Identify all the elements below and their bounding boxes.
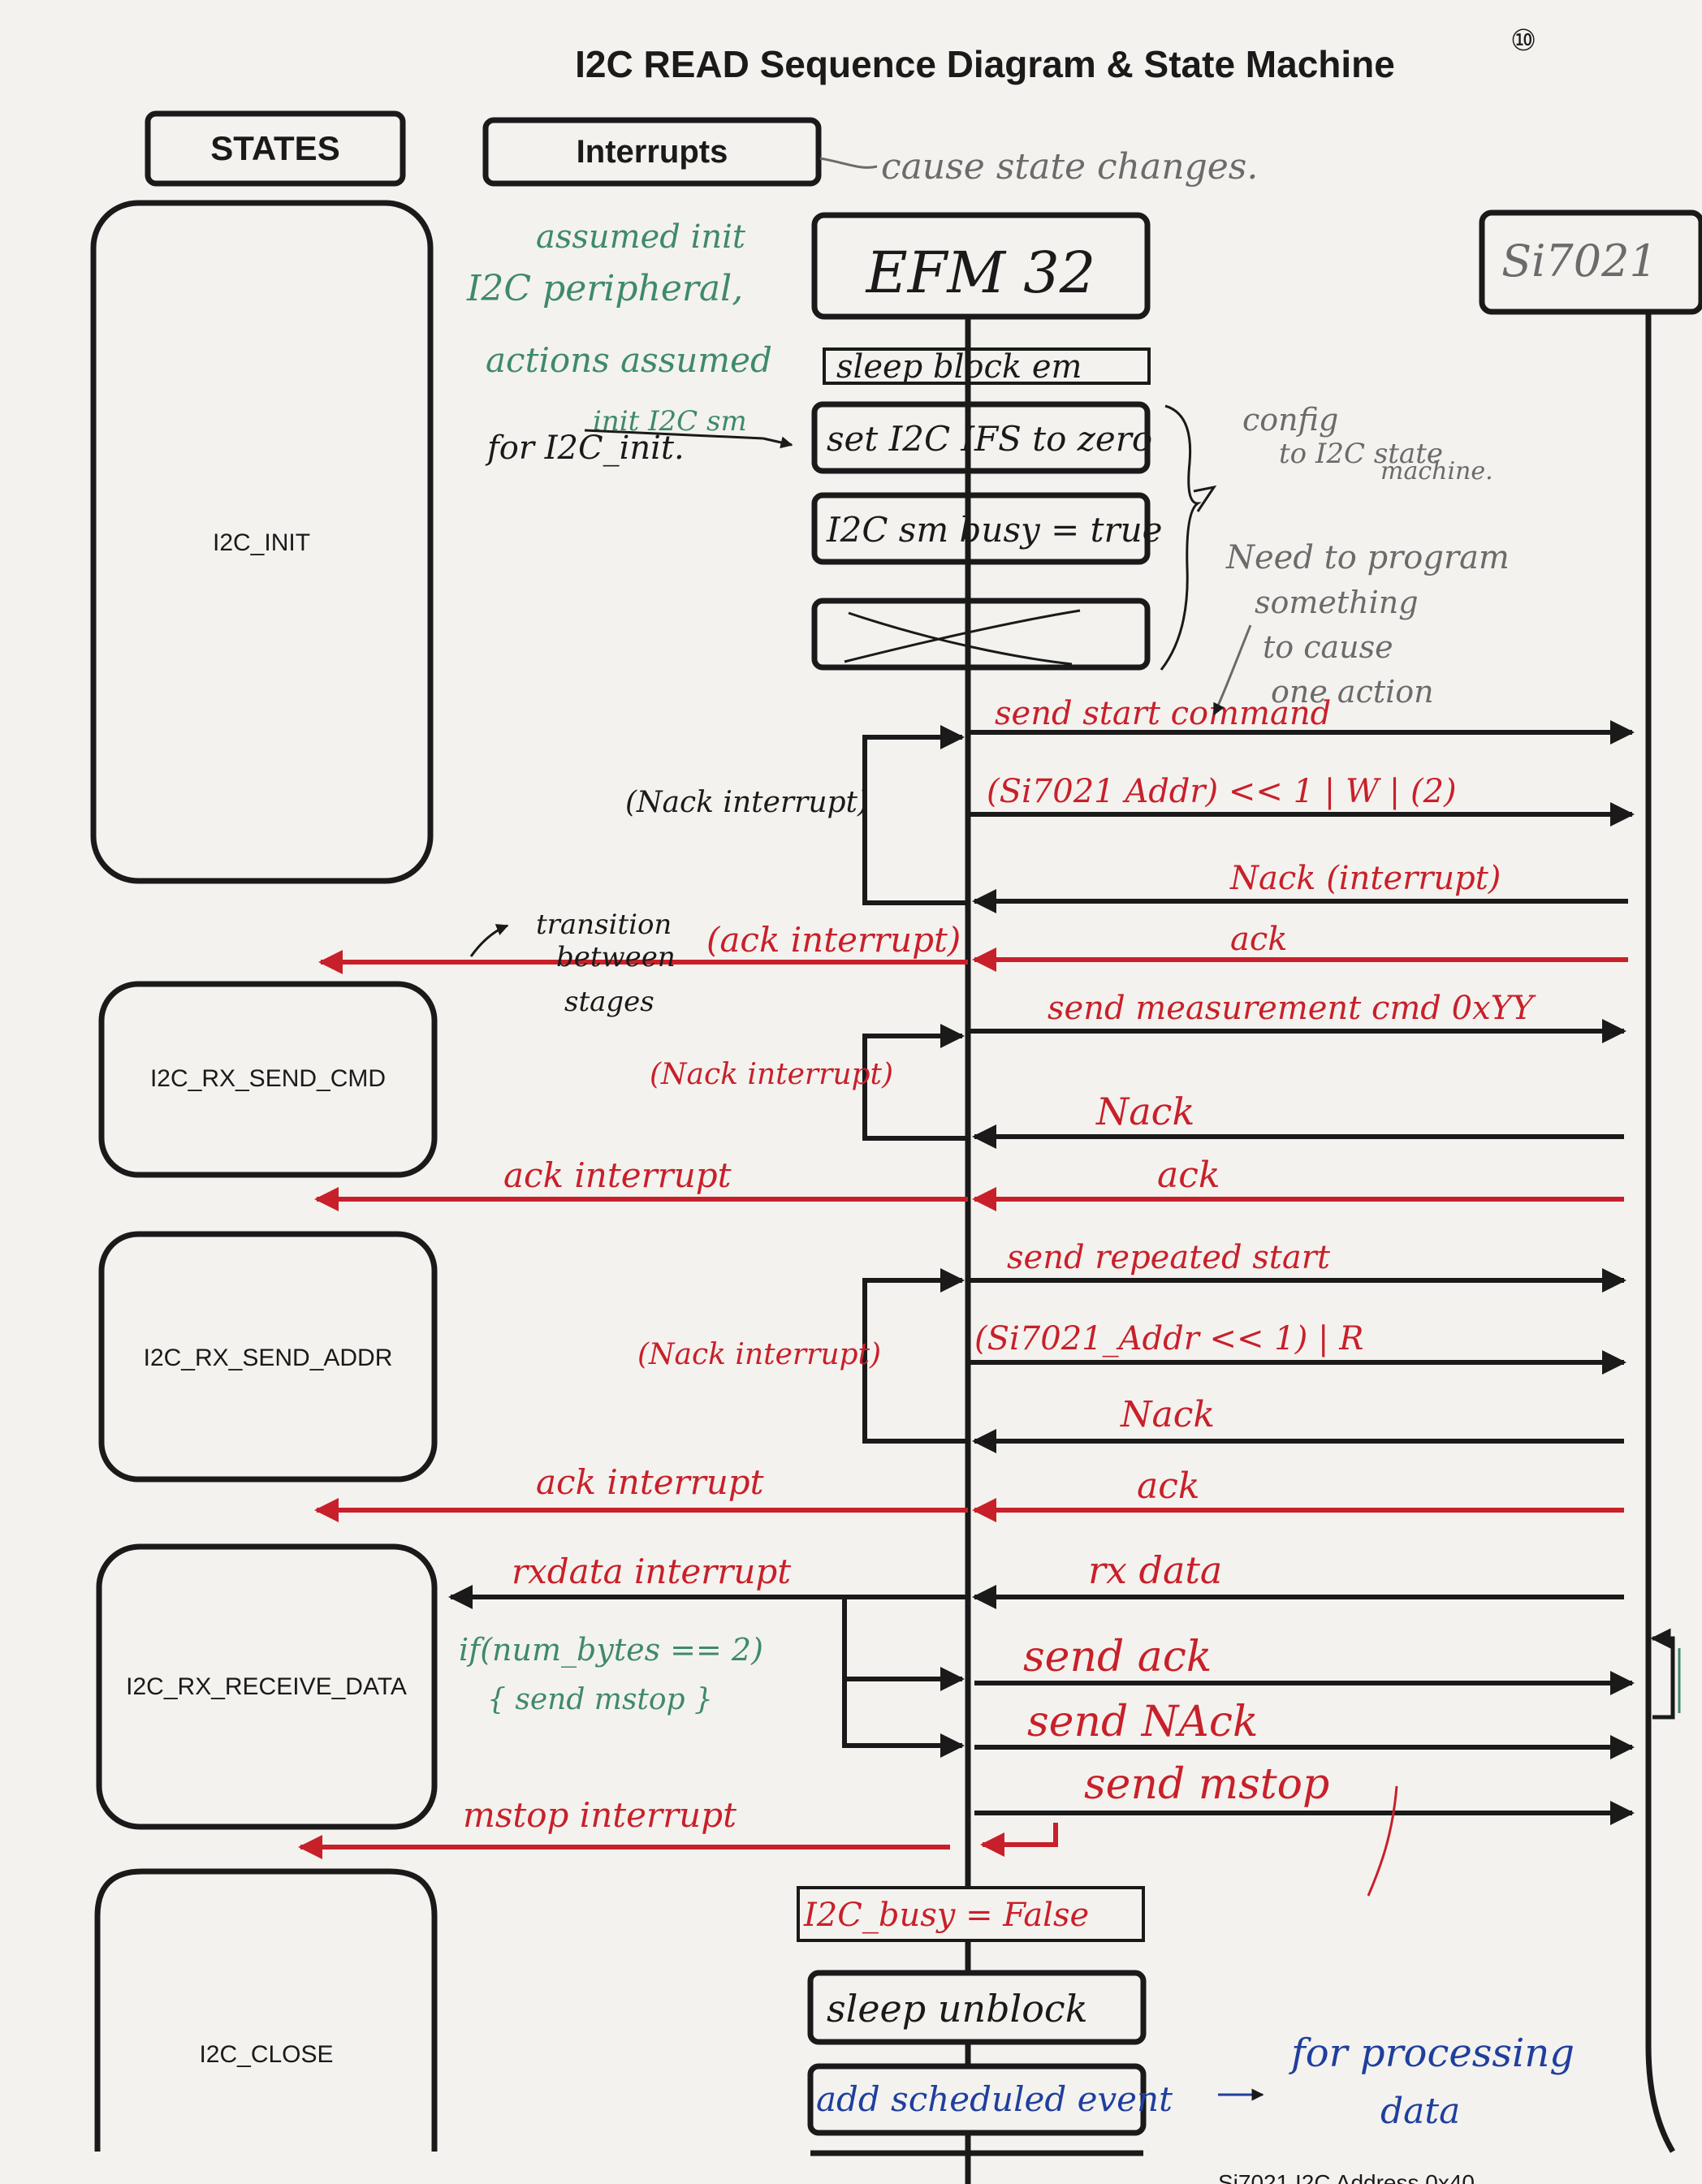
interrupts-header: Interrupts xyxy=(577,134,728,170)
nack-loop-2 xyxy=(862,1024,968,1141)
label-msg-send-ack: send ack xyxy=(1023,1633,1212,1681)
label-msg-rx-data: rx data xyxy=(1088,1548,1222,1592)
action-sm-busy: I2C sm busy = true xyxy=(811,492,1163,565)
label-int-ack-3: ack interrupt xyxy=(536,1462,764,1502)
note-assumed-init: assumed init I2C peripheral, actions ass… xyxy=(466,218,793,467)
note-transition: transition between stages xyxy=(469,909,676,1018)
svg-text:sleep unblock: sleep unblock xyxy=(827,1987,1088,2031)
lifeline-mcu-box xyxy=(811,212,1151,320)
label-int-nack-2: (Nack interrupt) xyxy=(650,1058,893,1091)
config-brace xyxy=(1160,404,1202,671)
note-cause: cause state changes. xyxy=(881,146,1258,188)
svg-text:add scheduled event: add scheduled event xyxy=(816,2079,1173,2119)
label-msg-nack-3: Nack xyxy=(1120,1394,1215,1435)
sensor-self-loop xyxy=(1650,1628,1675,1720)
lifeline-mcu-label: EFM 32 xyxy=(865,240,1096,306)
svg-text:for processing: for processing xyxy=(1289,2031,1575,2076)
state-i2c-close: I2C_CLOSE xyxy=(94,1868,438,2152)
label-msg-send-nack: send NAck xyxy=(1027,1698,1258,1746)
rxdata-branch-ack xyxy=(842,1597,965,1691)
label-msg-meas-cmd: send measurement cmd 0xYY xyxy=(1048,990,1536,1027)
state-i2c-rx-send-cmd: I2C_RX_SEND_CMD xyxy=(98,981,438,1178)
svg-text:I2C peripheral,: I2C peripheral, xyxy=(466,268,743,309)
svg-text:set I2C IFS to zero: set I2C IFS to zero xyxy=(827,419,1152,459)
svg-text:I2C sm busy = true: I2C sm busy = true xyxy=(826,510,1163,550)
label-msg-ack-2: ack xyxy=(1157,1155,1220,1196)
lifeline-sensor-box xyxy=(1479,209,1702,315)
svg-text:Need to program: Need to program xyxy=(1225,539,1510,576)
label-msg-ack-1: ack xyxy=(1230,921,1288,958)
sensor-lifeline xyxy=(1645,313,1676,2153)
state-label: I2C_RX_RECEIVE_DATA xyxy=(126,1673,407,1700)
note-processing: for processing data xyxy=(1218,2031,1575,2132)
page-title: I2C READ Sequence Diagram & State Machin… xyxy=(575,43,1395,85)
label-int-rxdata: rxdata interrupt xyxy=(512,1552,791,1591)
label-int-nack-3: (Nack interrupt) xyxy=(637,1338,881,1371)
action-set-ifs: set I2C IFS to zero xyxy=(811,401,1152,474)
action-add-event: add scheduled event xyxy=(807,2063,1173,2136)
svg-text:one action: one action xyxy=(1271,674,1434,710)
label-msg-addr-read: (Si7021_Addr << 1) | R xyxy=(974,1320,1363,1357)
state-label: I2C_CLOSE xyxy=(199,2041,333,2068)
state-label: I2C_RX_SEND_CMD xyxy=(150,1065,386,1092)
svg-text:assumed init: assumed init xyxy=(536,218,746,256)
label-int-nack-1: (Nack interrupt) xyxy=(625,786,869,819)
lifeline-sensor-label: Si7021 xyxy=(1501,235,1657,287)
label-int-ack-1: (ack interrupt) xyxy=(706,920,961,960)
label-int-ack-2: ack interrupt xyxy=(503,1155,732,1195)
footer-address: Si7021 I2C Address 0x40 xyxy=(1218,2170,1475,2184)
label-msg-addr-write: (Si7021 Addr) << 1 | W | (2) xyxy=(987,773,1457,810)
state-label: I2C_RX_SEND_ADDR xyxy=(144,1344,393,1371)
action-sleep-block: sleep block em xyxy=(823,347,1151,386)
note-need-program: Need to program something to cause one a… xyxy=(1212,539,1510,716)
note-config: config to I2C state machine. xyxy=(1242,402,1493,486)
interrupts-header-box xyxy=(482,117,822,187)
svg-text:to I2C state: to I2C state xyxy=(1279,438,1443,470)
action-sleep-unblock: sleep unblock xyxy=(807,1970,1147,2045)
label-msg-ack-3: ack xyxy=(1137,1465,1200,1507)
svg-text:transition: transition xyxy=(536,909,672,941)
mstop-return-red xyxy=(980,1823,1058,1857)
label-msg-nack-2: Nack xyxy=(1095,1090,1194,1133)
action-crossed-out xyxy=(811,598,1151,671)
label-int-mstop: mstop interrupt xyxy=(463,1795,737,1835)
state-i2c-rx-receive-data: I2C_RX_RECEIVE_DATA xyxy=(96,1543,438,1830)
state-label: I2C_INIT xyxy=(213,529,310,556)
nack-loop-1 xyxy=(862,725,968,905)
states-header-box xyxy=(145,110,406,187)
cause-arrow xyxy=(819,157,878,169)
svg-text:something: something xyxy=(1255,585,1419,620)
label-msg-send-mstop: send mstop xyxy=(1084,1760,1329,1809)
svg-text:to cause: to cause xyxy=(1263,629,1393,665)
svg-text:between: between xyxy=(556,941,676,973)
state-i2c-rx-send-addr: I2C_RX_SEND_ADDR xyxy=(98,1231,438,1483)
label-msg-start: send start command xyxy=(995,695,1331,732)
svg-text:actions assumed: actions assumed xyxy=(486,340,772,380)
svg-text:machine.: machine. xyxy=(1380,457,1493,486)
note-if-num-bytes: if(num_bytes == 2) { send mstop } xyxy=(459,1632,763,1716)
state-i2c-init: I2C_INIT xyxy=(90,200,434,884)
corner-mark: ⑩ xyxy=(1510,24,1536,58)
config-pointer xyxy=(1193,485,1217,512)
svg-text:sleep block em: sleep block em xyxy=(836,348,1082,386)
label-msg-repeated-start: send repeated start xyxy=(1007,1239,1331,1276)
mstop-stroke xyxy=(1367,1785,1398,1897)
action-busy-false: I2C_busy = False xyxy=(797,1886,1145,1942)
nack-loop-3 xyxy=(862,1268,968,1444)
svg-text:{ send mstop }: { send mstop } xyxy=(487,1683,713,1716)
rxdata-branch-nack xyxy=(842,1679,965,1758)
svg-text:stages: stages xyxy=(564,986,654,1018)
svg-text:config: config xyxy=(1242,402,1338,438)
svg-text:data: data xyxy=(1380,2091,1460,2132)
svg-text:if(num_bytes == 2): if(num_bytes == 2) xyxy=(459,1632,763,1668)
svg-text:I2C_busy = False: I2C_busy = False xyxy=(803,1897,1089,1934)
svg-text:for I2C_init.: for I2C_init. xyxy=(485,429,685,467)
label-msg-nack-1: Nack (interrupt) xyxy=(1229,860,1501,897)
states-header: STATES xyxy=(210,129,339,167)
